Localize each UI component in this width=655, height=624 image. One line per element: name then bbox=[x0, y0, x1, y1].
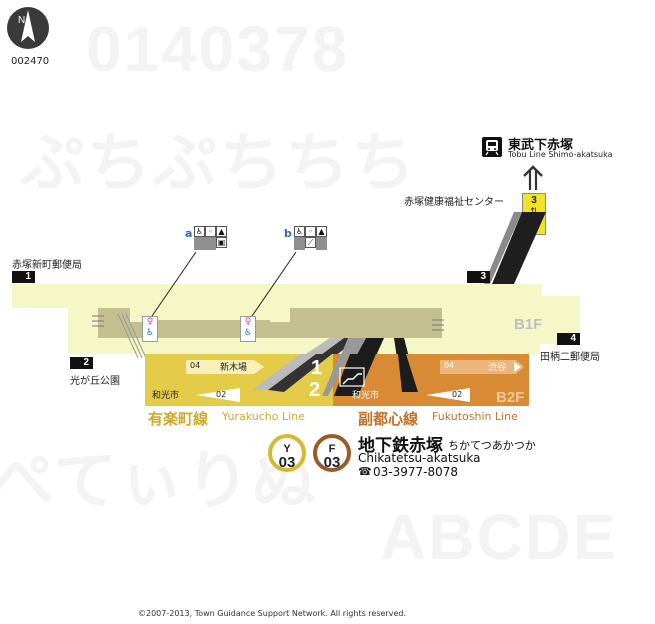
fukutoshin-back-dest: 和光市 bbox=[352, 391, 380, 401]
station-badge-yurakucho: Y 03 bbox=[268, 434, 306, 472]
level-b1-label: B1F bbox=[514, 316, 543, 333]
fukutoshin-forward-number: 04 bbox=[444, 361, 455, 370]
up-arrow-icon bbox=[523, 165, 543, 190]
toilet-icon: ▲ bbox=[216, 226, 227, 237]
facility-b-gray-block bbox=[294, 237, 305, 250]
yurakucho-line-name-en: Yurakucho Line bbox=[222, 410, 305, 423]
toilet-icon: ▲ bbox=[316, 226, 327, 237]
yurakucho-forward-number: 04 bbox=[190, 361, 201, 370]
station-name-en: Chikatetsu-akatsuka bbox=[358, 451, 481, 465]
stroller-icon: ◦ bbox=[305, 226, 316, 237]
exit-1-name: 赤塚新町郵便局 bbox=[12, 260, 82, 271]
fukutoshin-forward-dest: 渋谷 bbox=[488, 363, 507, 373]
level-b2-label: B2F bbox=[496, 389, 525, 406]
stroller-icon: ◦ bbox=[205, 226, 216, 237]
watermark-row-1: 0140378 bbox=[86, 13, 350, 85]
map-id: 002470 bbox=[11, 56, 50, 67]
transfer-name-en: Tobu Line Shimo-akatsuka bbox=[508, 150, 613, 159]
badge-f-number: 03 bbox=[323, 454, 341, 471]
elevator-icon: ▣ bbox=[216, 237, 227, 248]
exit-4-badge[interactable]: 4 bbox=[557, 333, 580, 345]
copyright: ©2007-2013, Town Guidance Support Networ… bbox=[138, 609, 406, 618]
facility-group-a-label: a bbox=[185, 227, 193, 240]
facility-a-gray-block bbox=[194, 237, 216, 250]
exit-3-box-number: 3 bbox=[531, 195, 537, 206]
watermark-row-4: ABCDE bbox=[380, 501, 618, 573]
escalator-icon: ⟋ bbox=[305, 237, 316, 248]
badge-y-number: 03 bbox=[278, 454, 296, 471]
fukutoshin-line-name-en: Fukutoshin Line bbox=[432, 410, 518, 423]
station-name-kana: ちかてつあかつか bbox=[448, 439, 536, 452]
facility-group-b[interactable]: ♿ ◦ ▲ ⟋ bbox=[294, 226, 340, 252]
restroom-icon-left[interactable]: ♀♿ bbox=[142, 316, 158, 342]
fukutoshin-line-name-ja: 副都心線 bbox=[358, 410, 419, 428]
fukutoshin-back-number: 02 bbox=[452, 390, 463, 399]
phone-icon: ☎ bbox=[358, 465, 372, 478]
badge-f-letter: F bbox=[328, 443, 336, 455]
yurakucho-forward-arrow bbox=[186, 360, 264, 374]
wheelchair-icon: ♿ bbox=[194, 226, 205, 237]
yurakucho-back-dest: 和光市 bbox=[152, 391, 180, 401]
badge-y-letter: Y bbox=[283, 443, 291, 455]
fukutoshin-back-arrow bbox=[426, 388, 470, 402]
yurakucho-forward-dest: 新木場 bbox=[220, 363, 248, 373]
exit-3-badge[interactable]: 3 bbox=[467, 271, 490, 283]
facility-b-gray-block-2 bbox=[316, 237, 327, 250]
yurakucho-line-name-ja: 有楽町線 bbox=[148, 410, 209, 428]
exit-1-badge[interactable]: 1 bbox=[12, 271, 35, 283]
track-2-label: 2 bbox=[309, 379, 321, 401]
station-phone: 03-3977-8078 bbox=[373, 465, 459, 479]
restroom-icon-right[interactable]: ♀♿ bbox=[240, 316, 256, 342]
exit-2-badge[interactable]: 2 bbox=[70, 357, 93, 369]
transfer-name-ja: 東武下赤塚 bbox=[508, 138, 574, 153]
compass-label: N bbox=[18, 15, 25, 26]
station-name-ja: 地下鉄赤塚 bbox=[358, 436, 443, 456]
yurakucho-back-arrow bbox=[196, 388, 240, 402]
wheelchair-icon: ♿ bbox=[294, 226, 305, 237]
yurakucho-back-number: 02 bbox=[216, 390, 227, 399]
watermark-row-2: ぷちぷちちち bbox=[20, 127, 418, 199]
compass-icon: N bbox=[7, 7, 49, 49]
train-icon bbox=[482, 137, 502, 157]
facility-group-a[interactable]: ♿ ◦ ▲ ▣ bbox=[194, 226, 240, 252]
exit-4-name: 田柄二郵便局 bbox=[540, 352, 600, 363]
watermark-row-3: ぺてぃりぬ bbox=[0, 445, 318, 517]
facility-group-b-label: b bbox=[284, 227, 292, 240]
station-badge-fukutoshin: F 03 bbox=[313, 434, 351, 472]
track-1-label: 1 bbox=[311, 357, 323, 379]
fukutoshin-forward-arrowhead-icon bbox=[514, 362, 521, 372]
exit-2-name: 光が丘公園 bbox=[70, 376, 120, 387]
fukutoshin-forward-arrow bbox=[440, 360, 524, 374]
exit-3-name: 赤塚健康福祉センター bbox=[404, 197, 504, 208]
